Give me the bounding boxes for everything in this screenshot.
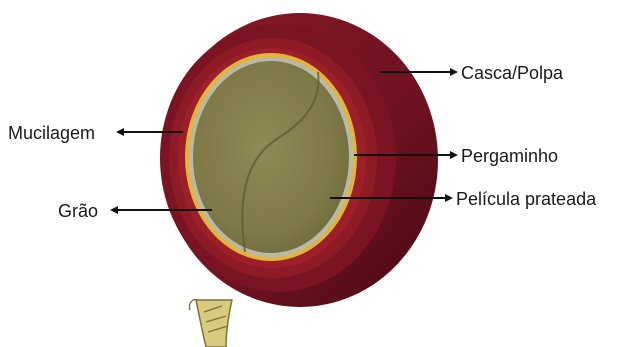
stem (189, 300, 232, 347)
label-pelicula-prateada: Película prateada (456, 189, 597, 209)
label-casca-polpa: Casca/Polpa (461, 63, 564, 83)
label-pergaminho: Pergaminho (461, 146, 558, 166)
bean (193, 61, 349, 253)
label-grao: Grão (58, 201, 98, 221)
label-mucilagem: Mucilagem (8, 123, 95, 143)
